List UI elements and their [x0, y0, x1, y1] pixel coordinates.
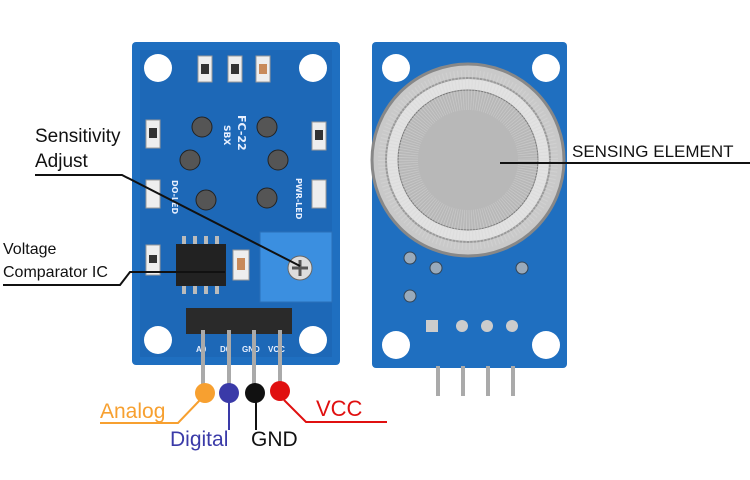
comparator-ic — [176, 236, 226, 294]
voltage-comparator-label: Voltage Comparator IC — [3, 241, 108, 281]
mount-hole — [532, 54, 560, 82]
silkscreen: FC-22 SBX DO-LED PWR-LED — [170, 115, 303, 220]
mount-hole — [144, 326, 172, 354]
silk-model: FC-22 — [235, 115, 248, 151]
svg-text:VCC: VCC — [268, 345, 285, 354]
vcc-pin-dot — [270, 381, 290, 401]
silk-led1: DO-LED — [170, 180, 179, 214]
mount-hole — [299, 54, 327, 82]
sensitivity-callout — [35, 174, 301, 267]
sensing-element — [370, 62, 566, 258]
mount-hole — [144, 54, 172, 82]
digital-pin-dot — [219, 383, 239, 403]
analog-label: Analog — [100, 400, 166, 423]
mount-hole — [299, 326, 327, 354]
analog-callout — [100, 399, 201, 424]
vcc-callout — [283, 399, 387, 423]
back-board — [370, 42, 567, 396]
front-board: FC-22 SBX DO-LED PWR-LED A0 D0 GND VCC — [132, 42, 340, 385]
analog-pin-dot — [195, 383, 215, 403]
sensitivity-potentiometer[interactable] — [259, 231, 333, 303]
svg-text:D0: D0 — [220, 345, 231, 354]
vcc-label: VCC — [316, 396, 363, 421]
pin-dots — [195, 381, 290, 403]
comparator-callout — [3, 271, 225, 286]
gnd-pin-dot — [245, 383, 265, 403]
gnd-label: GND — [251, 428, 298, 451]
silk-code: SBX — [221, 125, 231, 145]
silk-led2: PWR-LED — [294, 178, 303, 220]
callout-lines — [3, 162, 750, 430]
sensing-element-label: SENSING ELEMENT — [572, 142, 734, 161]
pin-header — [186, 308, 292, 334]
digital-label: Digital — [170, 428, 229, 451]
mount-hole — [382, 54, 410, 82]
svg-text:GND: GND — [242, 345, 260, 354]
sensitivity-adjust-label: Sensitivity Adjust — [35, 126, 121, 172]
mount-hole — [532, 331, 560, 359]
mount-hole — [382, 331, 410, 359]
